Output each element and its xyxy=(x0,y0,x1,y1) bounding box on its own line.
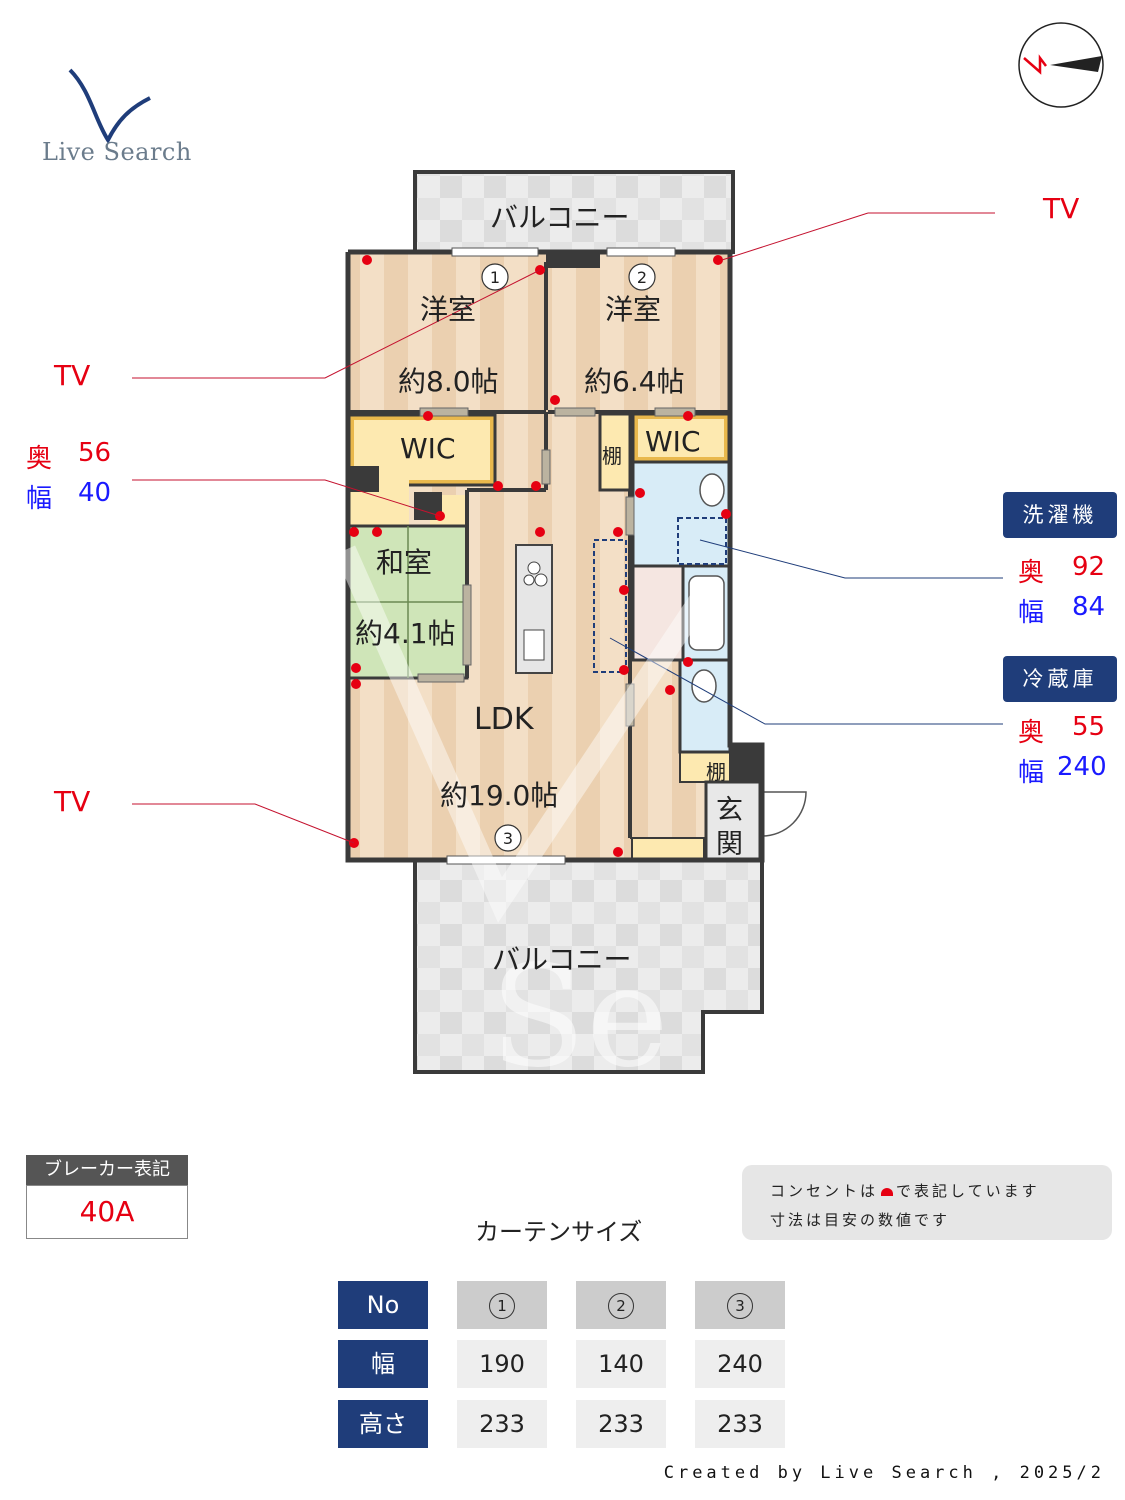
washer-width-value: 84 xyxy=(1072,592,1106,622)
balcony-bottom-label: バルコニー xyxy=(492,943,632,976)
curtain-width-1: 190 xyxy=(457,1340,547,1388)
bath-entry xyxy=(631,564,685,662)
japanese-room-size: 約4.1帖 xyxy=(355,617,456,650)
bathtub-icon xyxy=(688,575,725,651)
entrance-pillar xyxy=(730,745,762,783)
tv-label-left-1: TV xyxy=(54,359,91,392)
legend-note-line-1: コンセントはで表記しています xyxy=(770,1182,1040,1200)
tv-label-left-2: TV xyxy=(54,785,91,818)
entrance-label-1: 玄 xyxy=(716,795,743,826)
left-width-value: 40 xyxy=(78,478,112,508)
window-mark-1: 1 xyxy=(481,263,509,291)
fridge-depth-value: 55 xyxy=(1072,712,1106,742)
breaker-value: 40A xyxy=(26,1185,188,1239)
svg-text:3: 3 xyxy=(503,829,513,848)
left-width-label: 幅 xyxy=(26,484,53,514)
curtain-col-1: 1 xyxy=(457,1281,547,1329)
svg-text:2: 2 xyxy=(637,268,647,287)
curtain-height-3: 233 xyxy=(695,1400,785,1448)
curtain-col-2: 2 xyxy=(576,1281,666,1329)
balcony-top-label: バルコニー xyxy=(490,201,630,234)
entrance-door-icon xyxy=(761,791,807,837)
logo-text: Live Search xyxy=(42,138,192,166)
left-depth-value: 56 xyxy=(78,438,112,468)
balcony-top xyxy=(413,170,735,254)
fridge-space xyxy=(593,539,627,673)
curtain-header-no: No xyxy=(338,1281,428,1329)
breaker-title: ブレーカー表記 xyxy=(26,1155,188,1185)
curtain-row-width-label: 幅 xyxy=(338,1340,428,1388)
washer-space xyxy=(677,517,727,565)
western-room-1-size: 約8.0帖 xyxy=(398,365,499,398)
fridge-depth-label: 奥 xyxy=(1018,718,1045,748)
shelf-top xyxy=(598,412,632,492)
curtain-height-2: 233 xyxy=(576,1400,666,1448)
curtain-title: カーテンサイズ xyxy=(475,1218,643,1246)
curtain-width-3: 240 xyxy=(695,1340,785,1388)
curtain-height-1: 233 xyxy=(457,1400,547,1448)
curtain-col-3: 3 xyxy=(695,1281,785,1329)
legend-note: コンセントはで表記しています 寸法は目安の数値です xyxy=(742,1165,1112,1240)
left-depth-label: 奥 xyxy=(26,444,53,474)
window-mark-2: 2 xyxy=(628,263,656,291)
shelf-top-label: 棚 xyxy=(602,444,622,468)
floor-plan: 1 2 3 Se xyxy=(68,22,1104,1099)
entrance-label-2: 関 xyxy=(716,829,743,860)
fridge-width-value: 240 xyxy=(1057,752,1107,782)
fridge-title: 冷蔵庫 xyxy=(1003,656,1117,702)
kitchen-sink-icon xyxy=(523,629,545,661)
legend-note-line-2: 寸法は目安の数値です xyxy=(770,1211,951,1229)
ldk-size: 約19.0帖 xyxy=(440,779,559,812)
window-mark-3: 3 xyxy=(494,824,522,852)
western-room-1-label: 洋室 xyxy=(420,293,477,326)
curtain-width-2: 140 xyxy=(576,1340,666,1388)
watermark-text: Se xyxy=(490,936,669,1099)
north-arrow-icon xyxy=(1018,22,1104,108)
credit-text: Created by Live Search , 2025/2 xyxy=(663,1463,1105,1483)
western-room-2-label: 洋室 xyxy=(605,293,662,326)
ldk-label: LDK xyxy=(474,702,534,737)
curtain-row-height-label: 高さ xyxy=(338,1400,428,1448)
wic-right-label: WIC xyxy=(645,425,701,458)
washer-depth-value: 92 xyxy=(1072,552,1106,582)
western-room-2-size: 約6.4帖 xyxy=(584,365,685,398)
tv-label-top: TV xyxy=(1043,192,1080,225)
shoe-closet xyxy=(631,837,705,861)
fridge-width-label: 幅 xyxy=(1018,758,1045,788)
interior-floor xyxy=(348,252,760,860)
sink-icon xyxy=(699,473,725,507)
v-logo-icon xyxy=(68,68,151,145)
japanese-room-label: 和室 xyxy=(376,546,433,579)
wic-left-label: WIC xyxy=(400,432,456,465)
shelf-bottom-label: 棚 xyxy=(706,760,726,784)
washer-width-label: 幅 xyxy=(1018,598,1045,628)
wic-right-inner xyxy=(638,419,724,457)
outlet-icon xyxy=(881,1188,894,1196)
washer-title: 洗濯機 xyxy=(1003,492,1117,538)
svg-text:1: 1 xyxy=(490,268,500,287)
washer-depth-label: 奥 xyxy=(1018,558,1045,588)
outlet-markers xyxy=(349,255,731,857)
